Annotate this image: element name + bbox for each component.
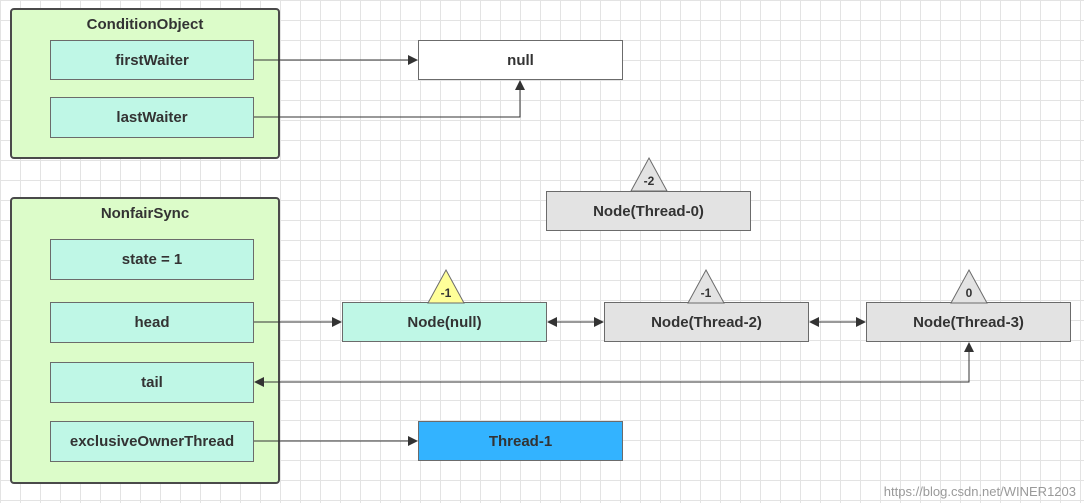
null-box: null xyxy=(418,40,623,80)
nonfair-sync-title: NonfairSync xyxy=(100,205,190,222)
thread-1-box: Thread-1 xyxy=(418,421,623,461)
thread-2-status-label: -1 xyxy=(700,286,712,300)
node-null: Node(null) xyxy=(342,302,547,342)
thread-3-status-label: 0 xyxy=(965,286,973,300)
first-waiter-field: firstWaiter xyxy=(50,40,254,80)
node-thread-2: Node(Thread-2) xyxy=(604,302,809,342)
thread-3-status-triangle xyxy=(950,268,988,304)
last-waiter-arrow xyxy=(254,80,525,118)
tail-field: tail xyxy=(50,362,254,403)
tail-arrow xyxy=(254,342,974,387)
head-field: head xyxy=(50,302,254,343)
thread-2-status-triangle xyxy=(687,268,725,304)
state-field: state = 1 xyxy=(50,239,254,280)
null-node-status-triangle xyxy=(427,268,465,304)
node-thread-3: Node(Thread-3) xyxy=(866,302,1071,342)
last-waiter-field: lastWaiter xyxy=(50,97,254,138)
node-thread-0: Node(Thread-0) xyxy=(546,191,751,231)
thread-0-status-label: -2 xyxy=(643,174,655,188)
thread-0-status-triangle xyxy=(630,156,668,192)
null-node-status-label: -1 xyxy=(440,286,452,300)
condition-object-title: ConditionObject xyxy=(86,16,204,33)
exclusive-owner-thread-field: exclusiveOwnerThread xyxy=(50,421,254,462)
watermark-url: https://blog.csdn.net/WINER1203 xyxy=(883,484,1076,499)
